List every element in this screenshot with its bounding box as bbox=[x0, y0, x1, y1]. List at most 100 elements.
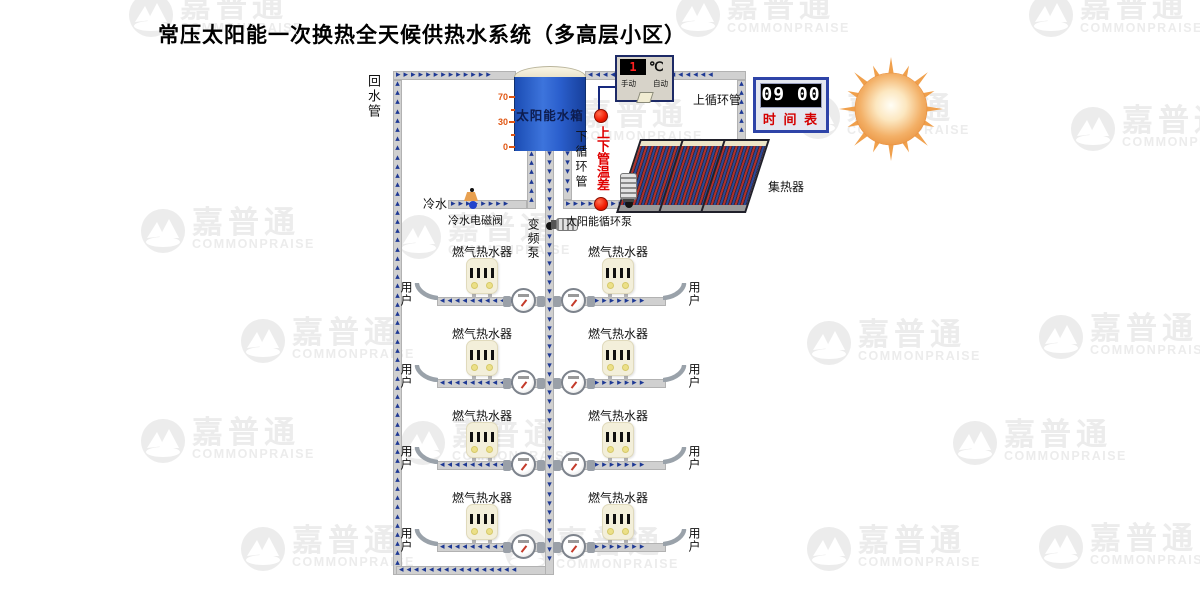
pipe-lower-loop-stub: ▾ ▾ ▾ ▾ ▾ bbox=[563, 150, 572, 200]
watermark-cn: 嘉普通 bbox=[727, 0, 835, 24]
gas-water-heater bbox=[466, 258, 498, 294]
heater-pilot-lights bbox=[467, 364, 497, 371]
heater-pipe-stub bbox=[608, 293, 612, 299]
heater-row: 用户 燃气热水器 ◂◂◂◂◂◂◂◂◂◂◂ ▸▸▸▸▸▸▸▸▸▸▸▸ 燃气热水器 bbox=[0, 324, 1200, 400]
user-label-left: 用户 bbox=[399, 527, 413, 553]
heater-pipe-stub bbox=[624, 293, 628, 299]
pipe-branch-right: ▸▸▸▸▸▸▸▸▸▸▸▸ bbox=[554, 379, 666, 388]
water-meter bbox=[553, 288, 595, 314]
commonpraise-logo-icon bbox=[1071, 107, 1115, 151]
gas-water-heater bbox=[466, 422, 498, 458]
user-label-right: 用户 bbox=[687, 445, 701, 471]
heater-row: 用户 燃气热水器 ◂◂◂◂◂◂◂◂◂◂◂ ▸▸▸▸▸▸▸▸▸▸▸▸ 燃气热水器 bbox=[0, 488, 1200, 564]
gas-heater-label: 燃气热水器 bbox=[588, 245, 649, 259]
heater-pipe-stub bbox=[608, 457, 612, 463]
auto-mode-button[interactable]: 自动 bbox=[653, 79, 668, 88]
user-label-left: 用户 bbox=[399, 281, 413, 307]
user-label-left: 用户 bbox=[399, 363, 413, 389]
heater-vents bbox=[467, 432, 497, 442]
manual-mode-button[interactable]: 手动 bbox=[621, 79, 636, 88]
faucet-icon bbox=[663, 283, 687, 300]
pipe-branch-left: ◂◂◂◂◂◂◂◂◂◂◂ bbox=[437, 297, 545, 306]
gas-heater-label: 燃气热水器 bbox=[588, 491, 649, 505]
scale-30: 30 bbox=[497, 117, 508, 127]
gas-water-heater bbox=[602, 258, 634, 294]
heater-pipe-stub bbox=[624, 539, 628, 545]
heater-vents bbox=[603, 350, 633, 360]
water-meter-dial bbox=[561, 452, 586, 477]
faucet-icon bbox=[414, 365, 438, 382]
heater-pipe-stub bbox=[472, 375, 476, 381]
heater-row: 用户 燃气热水器 ◂◂◂◂◂◂◂◂◂◂◂ ▸▸▸▸▸▸▸▸▸▸▸▸ 燃气热水器 bbox=[0, 406, 1200, 482]
pipe-temp-sensor bbox=[594, 197, 608, 211]
collector-label: 集热器 bbox=[768, 180, 805, 194]
heater-pipe-stub bbox=[472, 293, 476, 299]
water-meter bbox=[503, 370, 545, 396]
heater-pilot-lights bbox=[603, 282, 633, 289]
faucet-icon bbox=[663, 447, 687, 464]
water-meter bbox=[503, 288, 545, 314]
heater-pipe-stub bbox=[488, 375, 492, 381]
page-title: 常压太阳能一次换热全天候供热水系统（多高层小区） bbox=[158, 24, 686, 47]
water-meter-dial bbox=[561, 370, 586, 395]
pipe-collector-riser: ▴ ▴ ▴ ▴ ▴ ▴ bbox=[737, 80, 746, 143]
heater-vents bbox=[467, 514, 497, 524]
faucet-icon bbox=[663, 365, 687, 382]
heater-vents bbox=[603, 514, 633, 524]
water-meter bbox=[553, 534, 595, 560]
solar-pump-cap bbox=[623, 199, 634, 202]
heater-vents bbox=[467, 268, 497, 278]
controller-knob[interactable] bbox=[635, 92, 654, 103]
solenoid-valve-pin bbox=[470, 188, 474, 192]
heater-pipe-stub bbox=[472, 539, 476, 545]
gas-heater-label: 燃气热水器 bbox=[452, 245, 513, 259]
watermark: 嘉普通 COMMONPRAISE bbox=[675, 0, 850, 38]
watermark-cn: 嘉普通 bbox=[1080, 0, 1188, 24]
tank-temp-sensor bbox=[594, 109, 608, 123]
gas-heater-label: 燃气热水器 bbox=[588, 327, 649, 341]
heater-pipe-stub bbox=[624, 375, 628, 381]
user-label-right: 用户 bbox=[687, 281, 701, 307]
heater-pilot-lights bbox=[467, 446, 497, 453]
heater-pipe-stub bbox=[608, 375, 612, 381]
temp-display: 1 bbox=[620, 59, 646, 75]
water-meter bbox=[553, 370, 595, 396]
pipe-bottom: ◂◂◂◂◂◂◂◂◂◂◂◂◂◂◂◂ bbox=[396, 566, 551, 575]
heater-pipe-stub bbox=[488, 457, 492, 463]
water-meter-dial bbox=[561, 288, 586, 313]
water-meter-dial bbox=[511, 288, 536, 313]
upper-loop-label: 上循环管 bbox=[693, 93, 742, 107]
heater-pipe-stub bbox=[488, 293, 492, 299]
gas-water-heater bbox=[602, 340, 634, 376]
scale-0: 0 bbox=[502, 142, 508, 152]
pipe-branch-left: ◂◂◂◂◂◂◂◂◂◂◂ bbox=[437, 543, 545, 552]
water-meter bbox=[503, 534, 545, 560]
watermark: 嘉普通 COMMONPRAISE bbox=[1028, 0, 1200, 38]
watermark-cn: 嘉普通 bbox=[1122, 103, 1200, 138]
pipe-branch-right: ▸▸▸▸▸▸▸▸▸▸▸▸ bbox=[554, 297, 666, 306]
solar-pump-valve bbox=[625, 200, 633, 208]
gas-heater-label: 燃气热水器 bbox=[452, 491, 513, 505]
heater-pipe-stub bbox=[624, 457, 628, 463]
sun-icon bbox=[839, 57, 943, 161]
temp-controller: 1 ℃ 手动 自动 bbox=[615, 55, 674, 103]
user-label-right: 用户 bbox=[687, 363, 701, 389]
gas-water-heater bbox=[602, 504, 634, 540]
gas-water-heater bbox=[466, 504, 498, 540]
watermark-en: COMMONPRAISE bbox=[1122, 135, 1200, 149]
heater-pipe-stub bbox=[488, 539, 492, 545]
watermark: 嘉普通 COMMONPRAISE bbox=[1070, 103, 1200, 152]
sensor-wire bbox=[598, 86, 616, 88]
pipe-supply-vertical: ▾ ▾ ▾ ▾ ▾ ▾ ▾ ▾ ▾ ▾ ▾ ▾ ▾ ▾ ▾ ▾ ▾ ▾ ▾ ▾ … bbox=[545, 150, 554, 575]
clock-label: 时 间 表 bbox=[762, 112, 820, 127]
return-pipe-label: 回水管 bbox=[366, 74, 381, 119]
pipe-top-return: ▸▸▸▸▸▸▸▸▸▸▸▸▸ bbox=[393, 71, 516, 80]
solar-pump-icon bbox=[620, 173, 637, 200]
frequency-pump-valve bbox=[546, 222, 554, 230]
gas-heater-label: 燃气热水器 bbox=[452, 327, 513, 341]
heater-row: 用户 燃气热水器 ◂◂◂◂◂◂◂◂◂◂◂ ▸▸▸▸▸▸▸▸▸▸▸▸ 燃气热水器 bbox=[0, 242, 1200, 318]
gas-heater-label: 燃气热水器 bbox=[588, 409, 649, 423]
solenoid-valve-label: 冷水电磁阀 bbox=[448, 215, 503, 227]
water-meter-dial bbox=[511, 534, 536, 559]
watermark-en: COMMONPRAISE bbox=[1080, 21, 1200, 35]
